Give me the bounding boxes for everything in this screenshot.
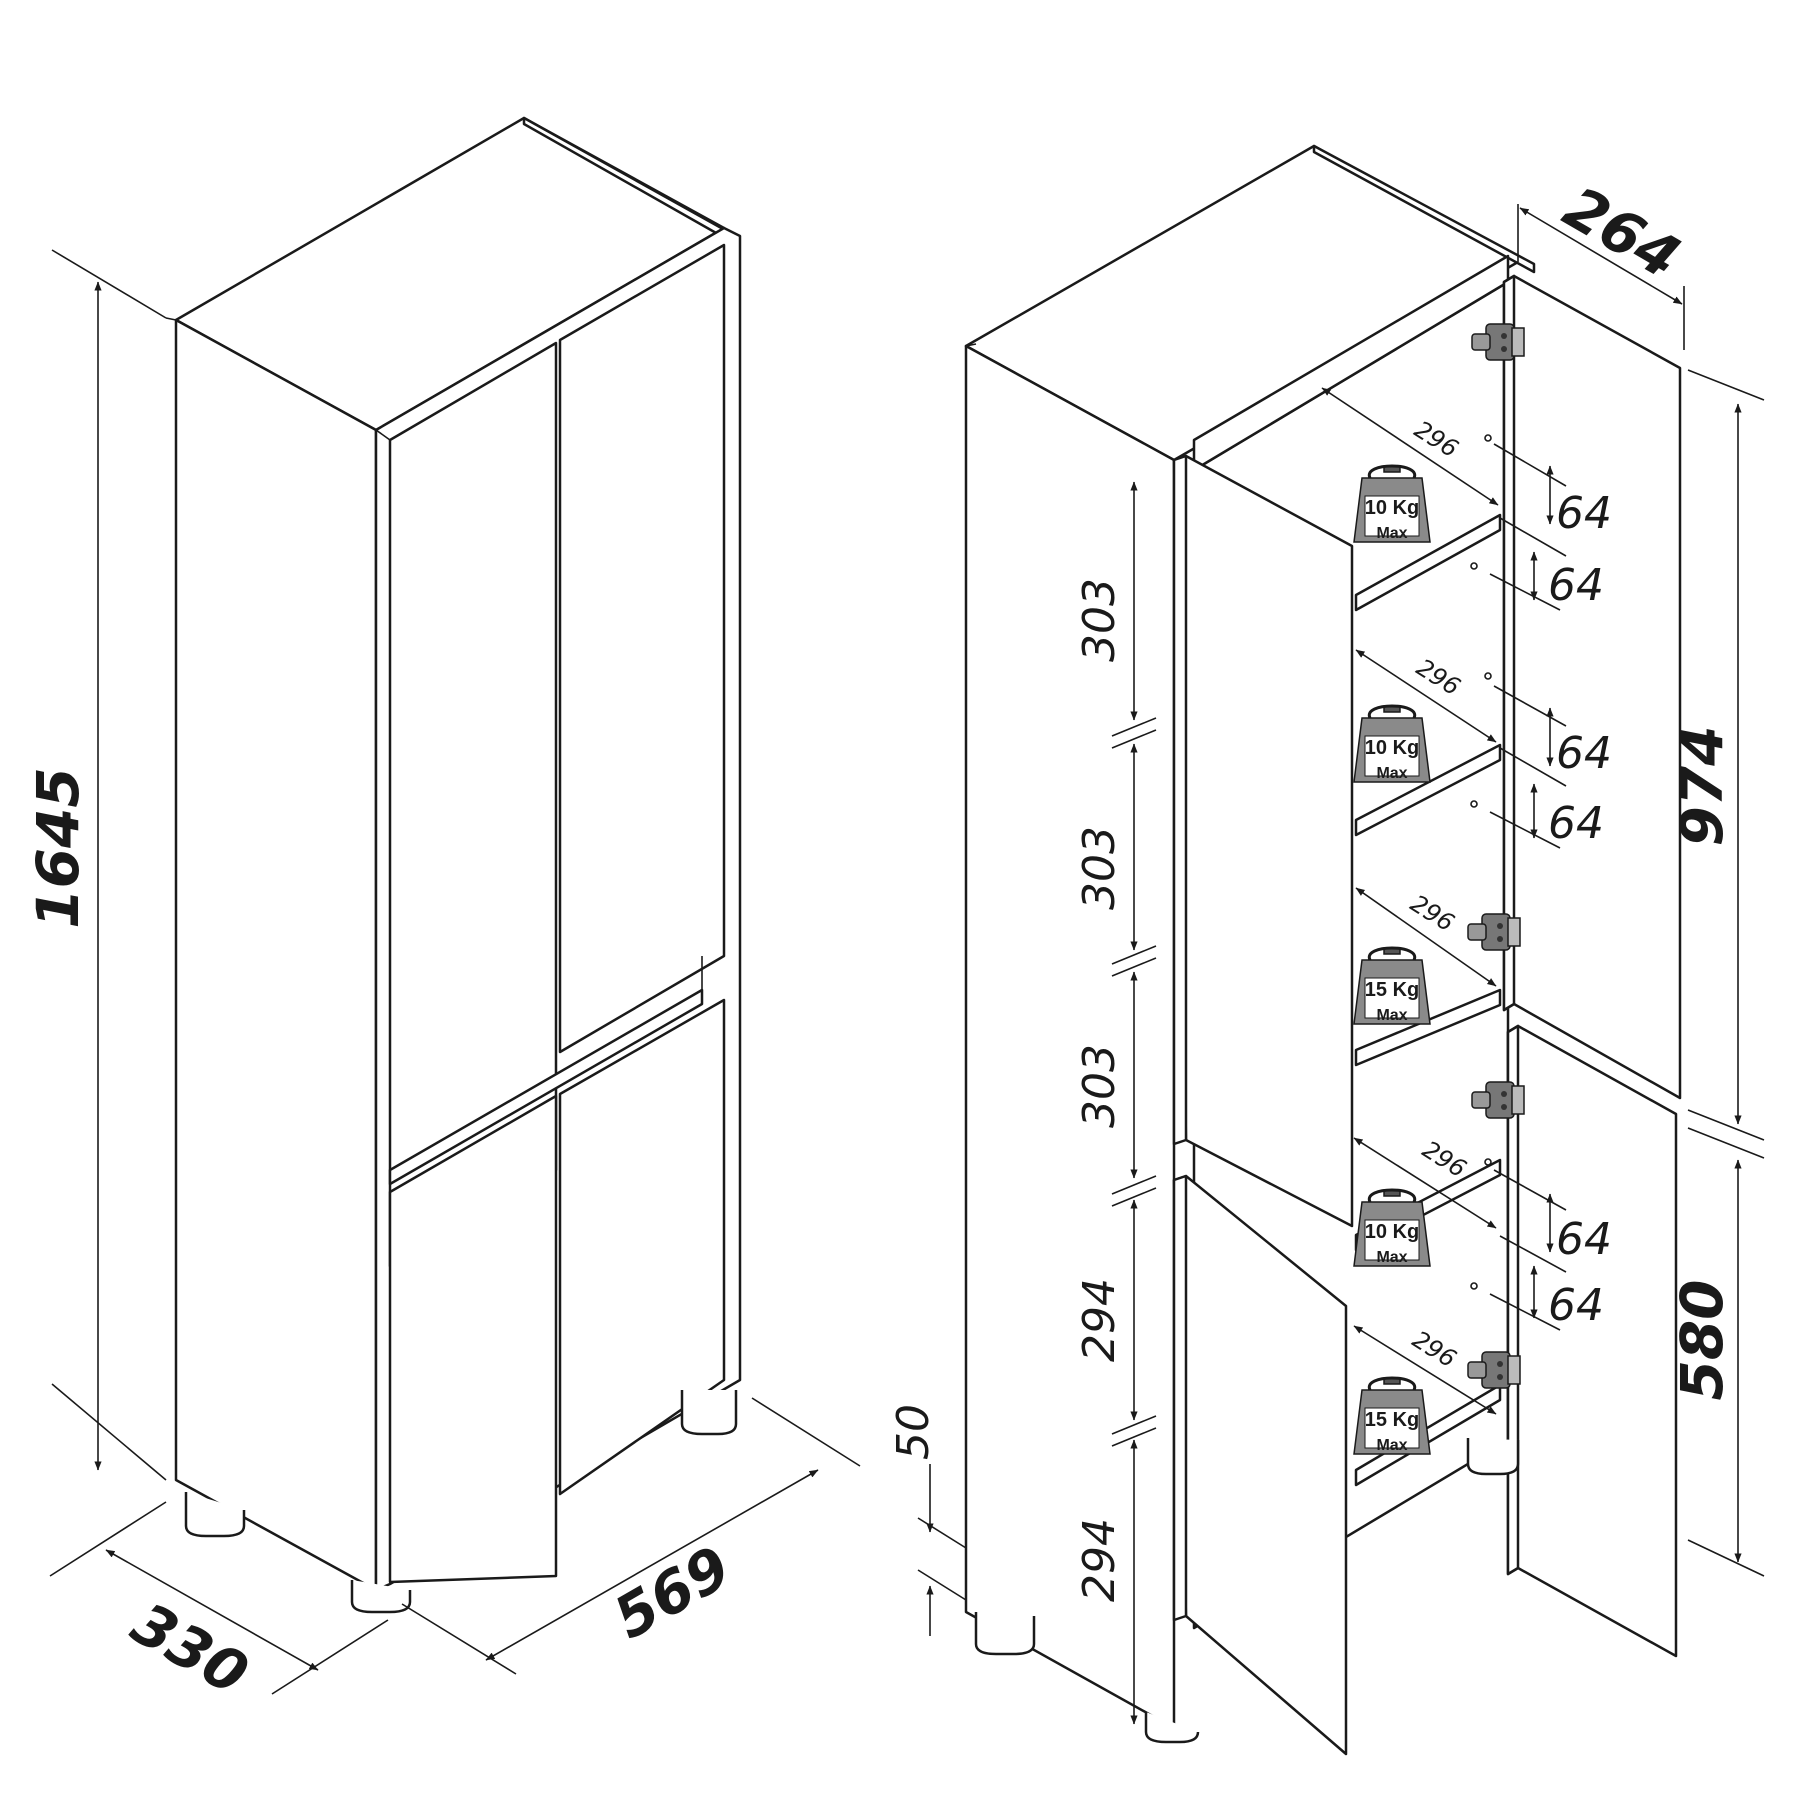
depth-value: 330 [121, 1589, 260, 1708]
open-cabinet [964, 144, 1682, 1756]
svg-text:64: 64 [1556, 1214, 1612, 1265]
load-label-1: 10 Kg Max [1352, 464, 1432, 544]
svg-text:64: 64 [1556, 728, 1612, 779]
svg-text:50: 50 [888, 1404, 939, 1460]
svg-text:Max: Max [1376, 1437, 1407, 1454]
width-value: 569 [603, 1533, 742, 1652]
svg-text:10 Kg: 10 Kg [1365, 1221, 1419, 1243]
height-value: 1645 [24, 767, 92, 928]
svg-text:15 Kg: 15 Kg [1365, 1409, 1419, 1431]
load-label-3: 15 Kg Max [1352, 946, 1432, 1026]
svg-text:580: 580 [1668, 1279, 1736, 1400]
foot-height-dimension: 50 [888, 1404, 967, 1636]
svg-text:294: 294 [1074, 1278, 1125, 1362]
shelf-spacing-dimensions: 303 303 303 294 294 [1074, 481, 1157, 1725]
closed-cabinet [165, 116, 742, 1614]
lower-height-dimension: 580 [1668, 1127, 1765, 1577]
load-label-4: 10 Kg Max [1352, 1188, 1432, 1268]
svg-text:64: 64 [1548, 1280, 1604, 1331]
svg-text:64: 64 [1548, 560, 1604, 611]
svg-text:64: 64 [1548, 798, 1604, 849]
svg-text:10 Kg: 10 Kg [1365, 497, 1419, 519]
svg-text:Max: Max [1376, 1249, 1407, 1266]
svg-text:303: 303 [1074, 1044, 1125, 1128]
svg-text:294: 294 [1074, 1518, 1125, 1602]
svg-text:264: 264 [1553, 173, 1692, 292]
svg-text:303: 303 [1074, 826, 1125, 910]
svg-text:Max: Max [1376, 525, 1407, 542]
svg-text:974: 974 [1668, 725, 1736, 846]
svg-text:Max: Max [1376, 765, 1407, 782]
svg-text:Max: Max [1376, 1007, 1407, 1024]
svg-text:15 Kg: 15 Kg [1365, 979, 1419, 1001]
upper-height-dimension: 974 [1668, 369, 1765, 1141]
height-dimension: 1645 [24, 249, 167, 1481]
load-label-2: 10 Kg Max [1352, 704, 1432, 784]
svg-text:64: 64 [1556, 488, 1612, 539]
svg-text:10 Kg: 10 Kg [1365, 737, 1419, 759]
pin-spacing-dimensions: 64 64 64 64 64 64 [1489, 443, 1612, 1331]
load-label-5: 15 Kg Max [1352, 1376, 1432, 1456]
svg-text:303: 303 [1074, 578, 1125, 662]
